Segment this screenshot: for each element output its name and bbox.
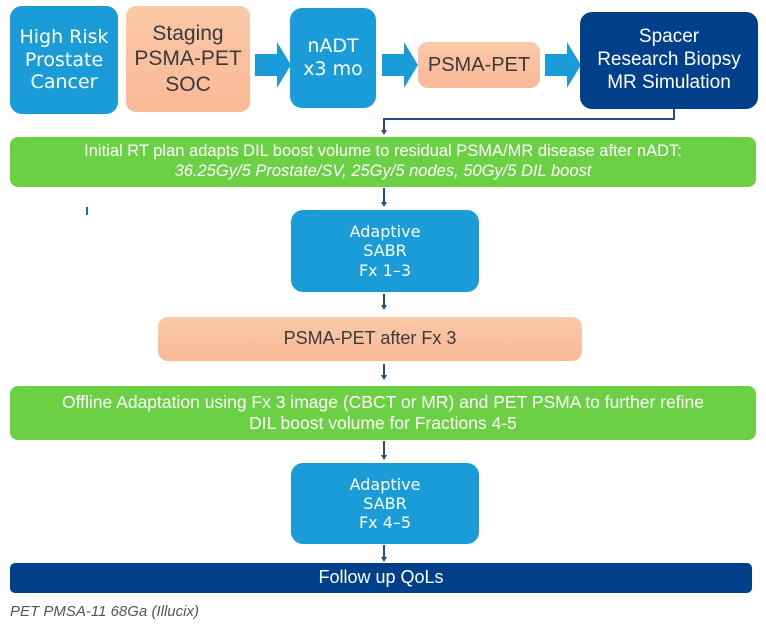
flow-arrow-icon	[545, 42, 581, 88]
box-line: Staging	[152, 22, 224, 46]
box-line: Adaptive	[349, 222, 421, 242]
arrowhead-icon	[381, 557, 387, 562]
flow-arrow-icon	[382, 42, 418, 88]
psma-pet-after-fx3-box: PSMA-PET after Fx 3	[158, 317, 582, 361]
initial-plan-line1: Initial RT plan adapts DIL boost volume …	[84, 142, 682, 161]
arrowhead-icon	[381, 455, 387, 460]
box-line: SABR	[363, 493, 407, 513]
connector-line	[383, 441, 385, 455]
arrowhead-icon	[381, 375, 387, 380]
flow-arrow-icon	[255, 42, 291, 88]
footnote: PET PMSA-11 68Ga (Illucix)	[10, 603, 199, 620]
box-line: SOC	[165, 72, 211, 96]
box-line: Fx 4–5	[358, 513, 412, 533]
box-line: MR Simulation	[607, 71, 731, 93]
connector-line	[383, 364, 385, 376]
box-line: PSMA-PET	[427, 54, 531, 76]
connector-line	[383, 118, 675, 120]
box-line: Adaptive	[349, 474, 421, 494]
box-line: High Risk	[19, 25, 109, 48]
arrowhead-icon	[381, 305, 387, 310]
high-risk-prostate-cancer-box: High Risk Prostate Cancer	[10, 6, 118, 114]
initial-plan-line2: 36.25Gy/5 Prostate/SV, 25Gy/5 nodes, 50G…	[174, 162, 592, 180]
follow-up-qols-box: Follow up QoLs	[10, 563, 752, 593]
arrowhead-icon	[381, 130, 387, 135]
box-line: PSMA-PET after Fx 3	[283, 328, 457, 349]
box-line: Spacer	[638, 26, 700, 48]
box-line: Cancer	[30, 71, 98, 94]
spacer-biopsy-sim-box: Spacer Research Biopsy MR Simulation	[580, 12, 758, 109]
offline-line2: DIL boost volume for Fractions 4-5	[249, 413, 517, 433]
connector-line	[673, 109, 675, 119]
connector-line	[383, 118, 385, 130]
box-line: Prostate	[24, 48, 104, 71]
adaptive-sabr-fx1-3-box: Adaptive SABR Fx 1–3	[291, 210, 479, 292]
box-line: SABR	[363, 241, 407, 261]
stray-tick-mark	[86, 207, 88, 215]
box-line: Fx 1–3	[358, 260, 412, 280]
offline-adaptation-box: Offline Adaptation using Fx 3 image (CBC…	[10, 386, 756, 440]
box-line: PSMA-PET	[134, 47, 242, 71]
offline-line1: Offline Adaptation using Fx 3 image (CBC…	[62, 392, 704, 412]
box-line: nADT	[307, 35, 359, 58]
arrowhead-icon	[381, 202, 387, 207]
box-line: x3 mo	[303, 58, 363, 80]
box-line: Research Biopsy	[597, 49, 741, 71]
nadt-box: nADT x3 mo	[290, 8, 376, 108]
box-line: Follow up QoLs	[318, 567, 444, 588]
connector-line	[383, 545, 385, 557]
initial-rt-plan-box: Initial RT plan adapts DIL boost volume …	[10, 137, 756, 187]
psma-pet-box: PSMA-PET	[418, 42, 540, 88]
connector-line	[383, 188, 385, 202]
staging-psma-pet-box: Staging PSMA-PET SOC	[126, 6, 250, 112]
connector-line	[383, 294, 385, 306]
adaptive-sabr-fx4-5-box: Adaptive SABR Fx 4–5	[291, 463, 479, 544]
